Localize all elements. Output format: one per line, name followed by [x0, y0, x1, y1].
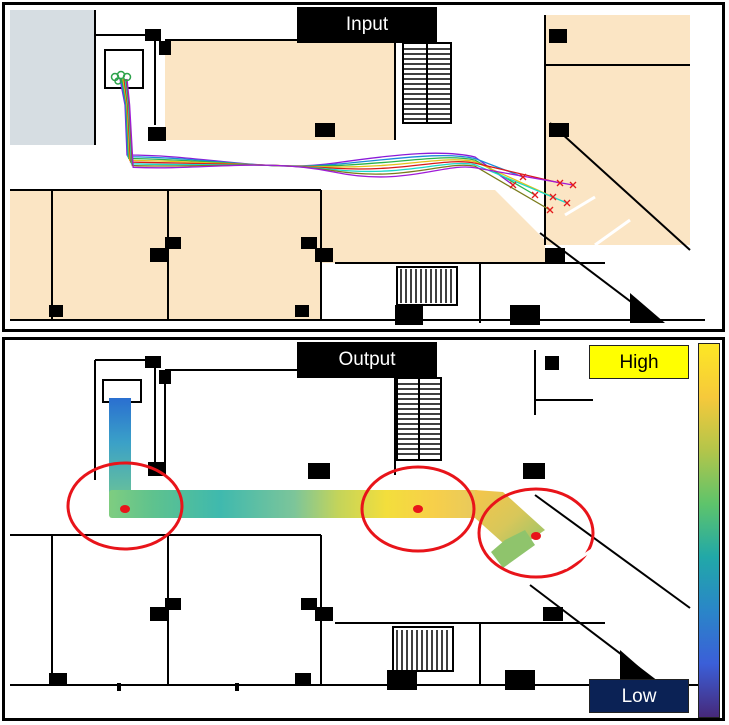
- colorbar: [698, 343, 720, 718]
- end-marker: [531, 191, 539, 199]
- gray-area: [10, 10, 95, 145]
- room-top-center: [165, 40, 395, 140]
- input-ramp-marks: [564, 195, 631, 247]
- output-panel-title: Output: [297, 342, 437, 378]
- room-bottom-1: [10, 190, 52, 320]
- trajectory-line: [121, 78, 536, 196]
- output-stairs-bottom: [392, 626, 454, 672]
- output-wall-blocks: [49, 356, 660, 691]
- trajectory-end-markers: [509, 173, 577, 214]
- output-panel: Output High Low: [2, 337, 725, 721]
- end-marker: [546, 206, 554, 214]
- room-bottom-4: [321, 190, 545, 263]
- trajectory-line: [124, 78, 568, 204]
- trajectory-line: [125, 78, 551, 211]
- trajectory-start-markers: [110, 70, 132, 85]
- trajectory-line: [126, 78, 574, 186]
- trajectory-line: [120, 78, 524, 178]
- input-walls: [10, 10, 705, 323]
- output-ramp-marks: [564, 546, 631, 600]
- input-panel: Input: [2, 2, 725, 332]
- trajectory-line: [119, 78, 514, 186]
- legend-low-label: Low: [589, 679, 689, 713]
- input-wall-blocks: [49, 29, 665, 325]
- output-floorplan: [10, 350, 705, 691]
- hotspot-1: [66, 461, 184, 551]
- end-marker: [556, 179, 564, 187]
- input-floorplan: [10, 10, 705, 325]
- input-panel-title: Input: [297, 7, 437, 43]
- room-bottom-2: [52, 190, 168, 320]
- hotspot-3: [477, 487, 595, 579]
- legend-high-label: High: [589, 345, 689, 379]
- trajectory-line: [122, 78, 554, 198]
- input-trajectories: [119, 78, 574, 211]
- room-top-right: [545, 15, 690, 245]
- end-marker: [563, 199, 571, 207]
- input-stairs-bottom: [396, 266, 458, 306]
- heatmap-path: [109, 398, 545, 568]
- room-bottom-3: [168, 190, 321, 320]
- trajectory-line: [123, 78, 561, 184]
- input-stairs-top: [402, 42, 452, 124]
- end-marker: [569, 181, 577, 189]
- end-marker: [549, 193, 557, 201]
- hotspot-2: [360, 465, 476, 553]
- end-marker: [519, 173, 527, 181]
- end-marker: [509, 181, 517, 189]
